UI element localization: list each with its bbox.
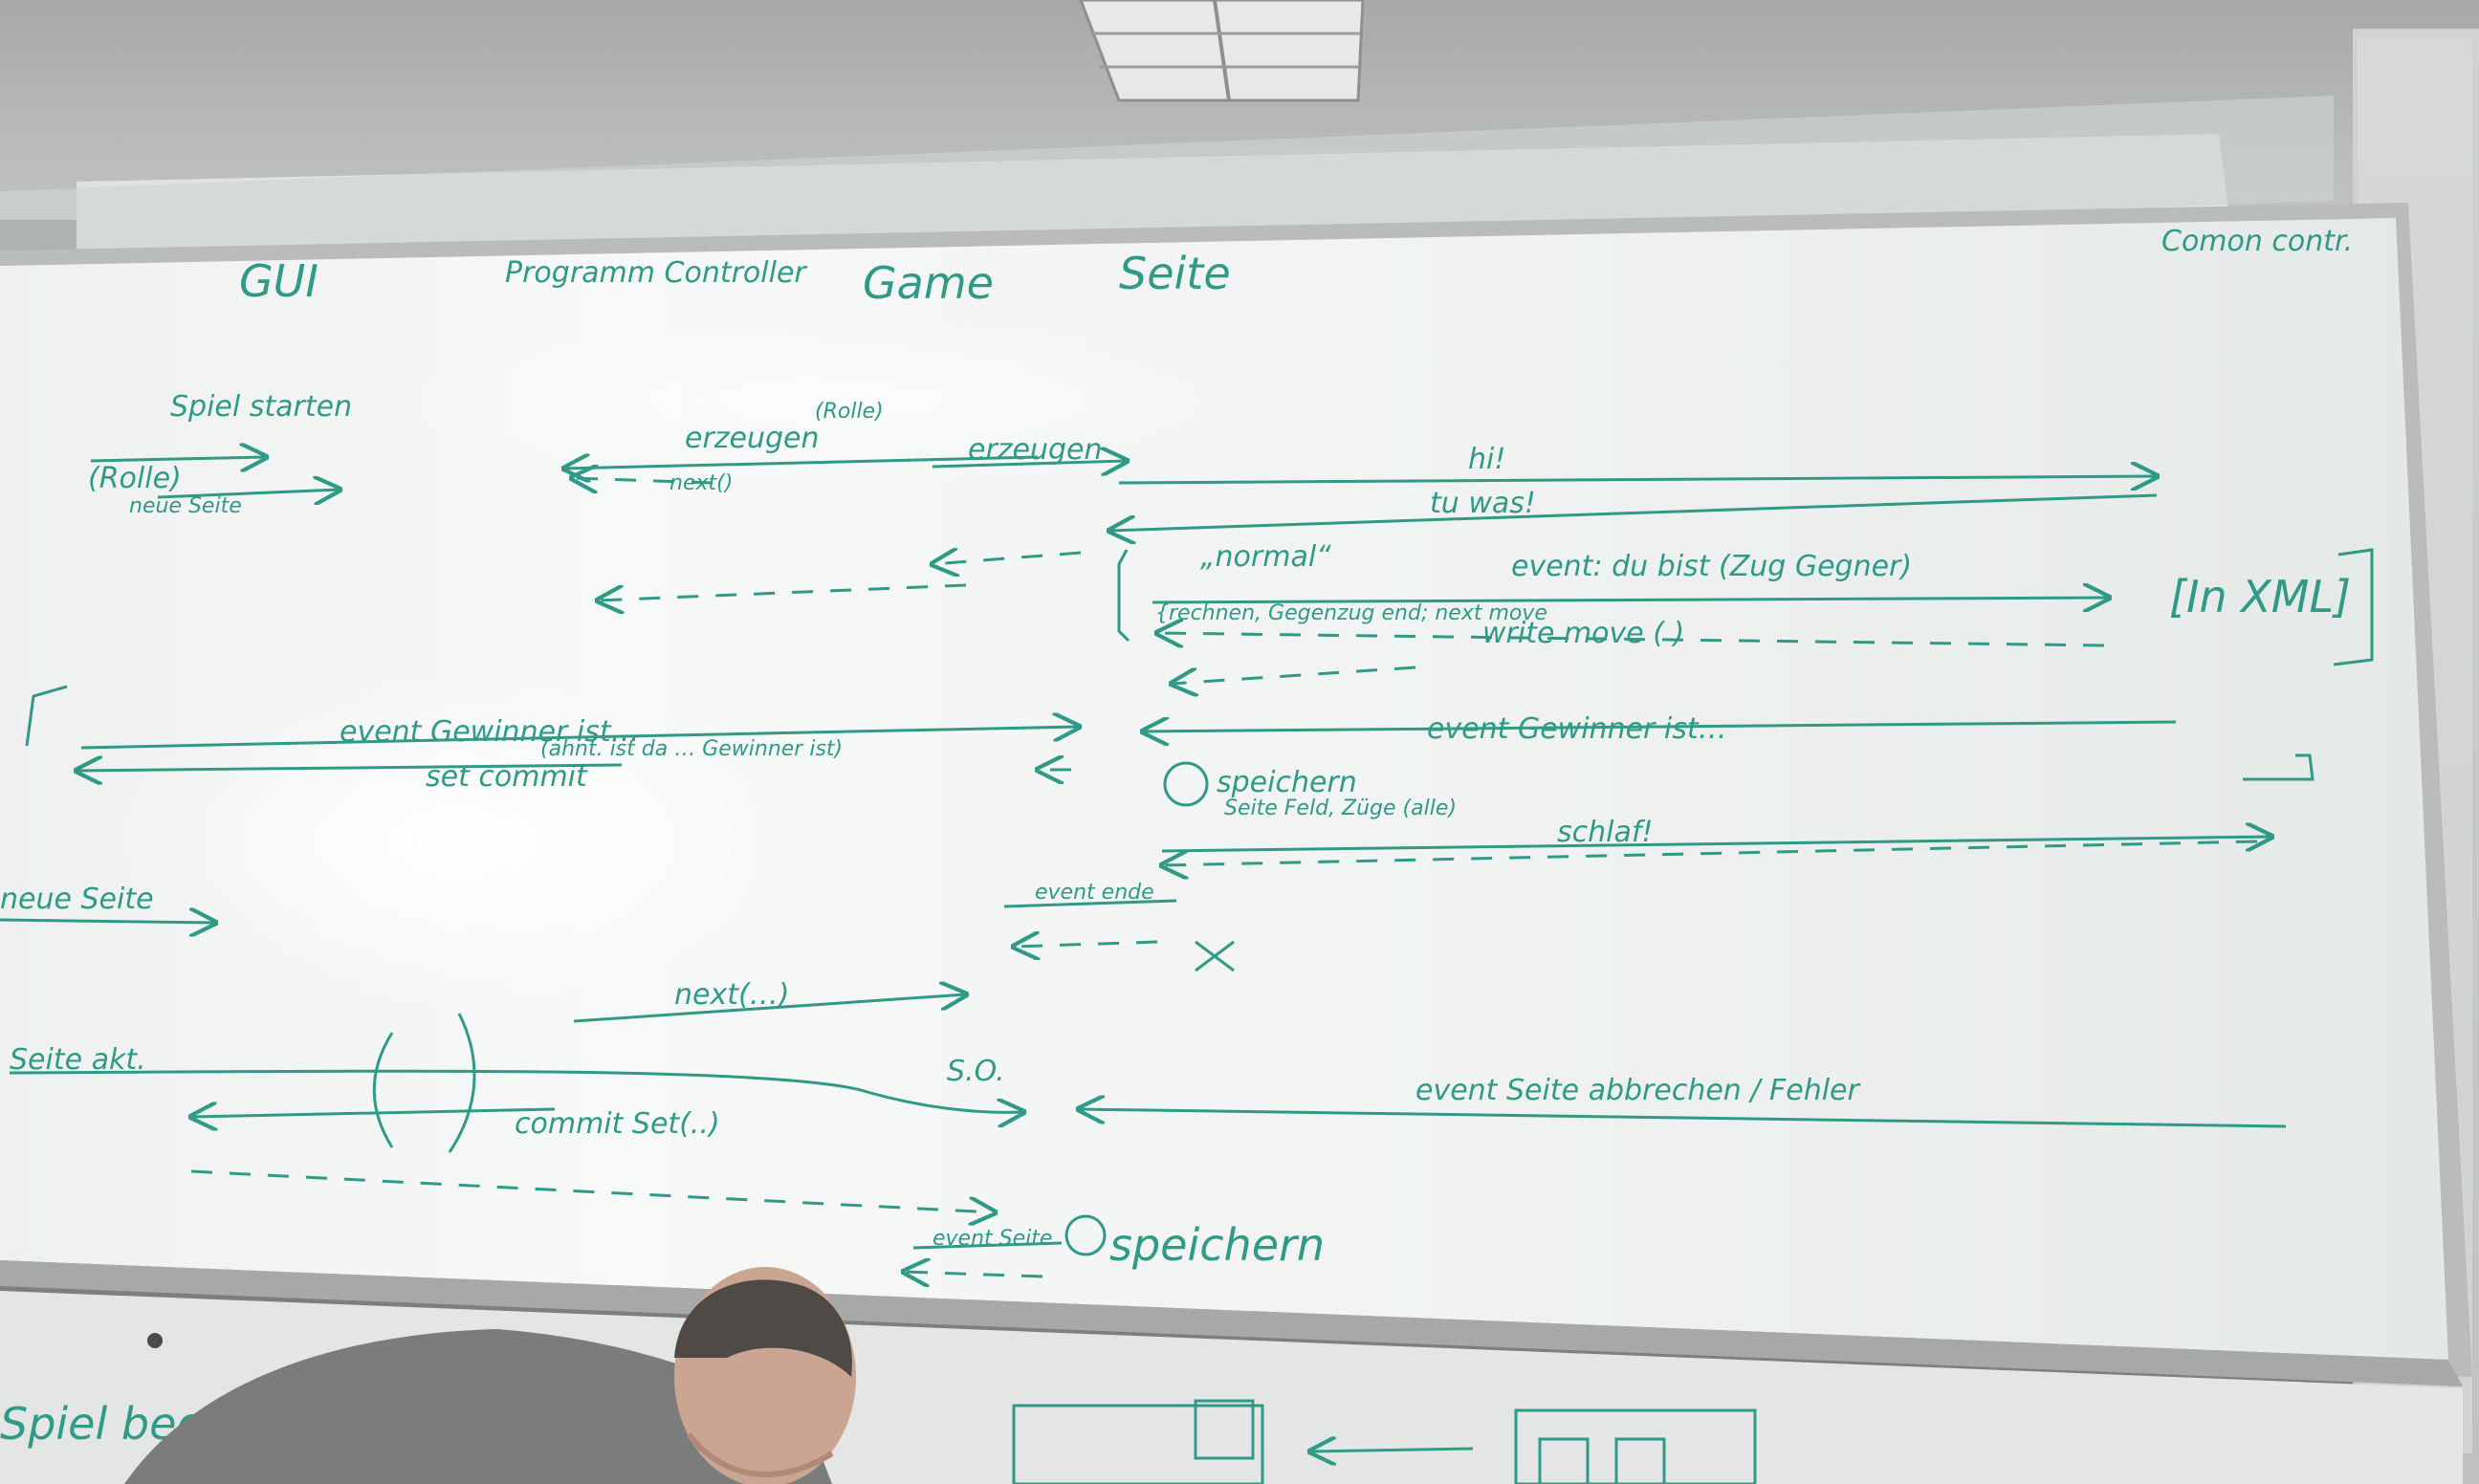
label-erzeugen-pc: erzeugen: [685, 422, 820, 455]
bracket-marks: [25, 548, 2374, 1256]
label-neue-seite-small: neue Seite: [129, 494, 242, 518]
lower-board-sketch: [1012, 1399, 1757, 1484]
label-event-seite-abbrechen: event Seite abbrechen / Fehler: [1415, 1074, 1861, 1107]
arrow-schlaf: [1161, 837, 2271, 853]
label-commit-set: commit Set(..): [515, 1107, 720, 1141]
label-next-call-2: next(…): [674, 978, 789, 1012]
arrow-gui-rolle: [157, 490, 340, 497]
arrow-setcommit-back: [77, 765, 623, 771]
label-speichern-bottom: speichern: [1109, 1219, 1325, 1271]
label-rolle-top: (Rolle): [815, 400, 884, 424]
label-normal: „normal“: [1200, 540, 1331, 574]
label-event-ende: event ende: [1035, 881, 1154, 905]
arrow-next-2: [573, 994, 966, 1023]
label-rolle: (Rolle): [88, 462, 182, 495]
lane-header-gui: GUI: [239, 255, 318, 307]
whiteboard: [0, 218, 2448, 1360]
lane-header-common: Comon contr.: [2161, 225, 2353, 258]
label-speichern-sub: Seite Feld, Züge (alle): [1224, 797, 1457, 820]
arrow-abbrechen: [1079, 1109, 2287, 1128]
arrow-commit-set: [9, 1069, 1023, 1112]
arrow-normal: [1152, 598, 2109, 602]
light-glare: [105, 669, 794, 1014]
label-hello: hi!: [1468, 443, 1505, 476]
arrow-hi: [1118, 476, 2157, 483]
ceiling-vent: [1079, 0, 1365, 102]
label-event-du-bist: event: du bist (Zug Gegner): [1511, 550, 1912, 583]
label-in-xml: [In XML]: [2169, 571, 2351, 622]
person-at-board: [124, 1267, 856, 1484]
label-write-move: write move ( ): [1482, 617, 1684, 650]
message-arrows: [0, 457, 2287, 1128]
lane-header-seite: Seite: [1119, 248, 1231, 299]
label-tu-was: tu was!: [1430, 487, 1536, 520]
arrow-neue-seite: [0, 920, 215, 923]
label-rechnen: {rechnen, Gegenzug end; next move: [1155, 601, 1547, 625]
return-arrows: [190, 478, 2258, 1277]
arrow-gewinner-right: [1143, 722, 2177, 731]
arrow-commit-back: [191, 1109, 556, 1117]
arrow-gui-start: [90, 457, 266, 461]
whiteboard-tray: [0, 1260, 2463, 1386]
arrow-erzeugen-game: [932, 461, 1127, 467]
arrow-tu-was-back: [1109, 493, 2158, 531]
label-spiel-starten: Spiel starten: [170, 390, 352, 424]
label-gewinner-sub: (ahnt. ist da … Gewinner ist): [540, 737, 843, 761]
arrow-game-left: [564, 457, 1039, 469]
label-event-gewinner-left: event Gewinner ist…: [340, 715, 640, 749]
arrow-gewinner-left: [80, 727, 1079, 750]
label-neue-seite: neue Seite: [0, 883, 154, 916]
label-so: S.O.: [947, 1055, 1005, 1088]
label-speichern-block: speichern: [1217, 766, 1357, 799]
lane-header-controller: Programm Controller: [505, 256, 807, 290]
lane-header-game: Game: [863, 257, 994, 309]
lane-headers: GUI Programm Controller Game Seite Comon…: [239, 225, 2353, 309]
